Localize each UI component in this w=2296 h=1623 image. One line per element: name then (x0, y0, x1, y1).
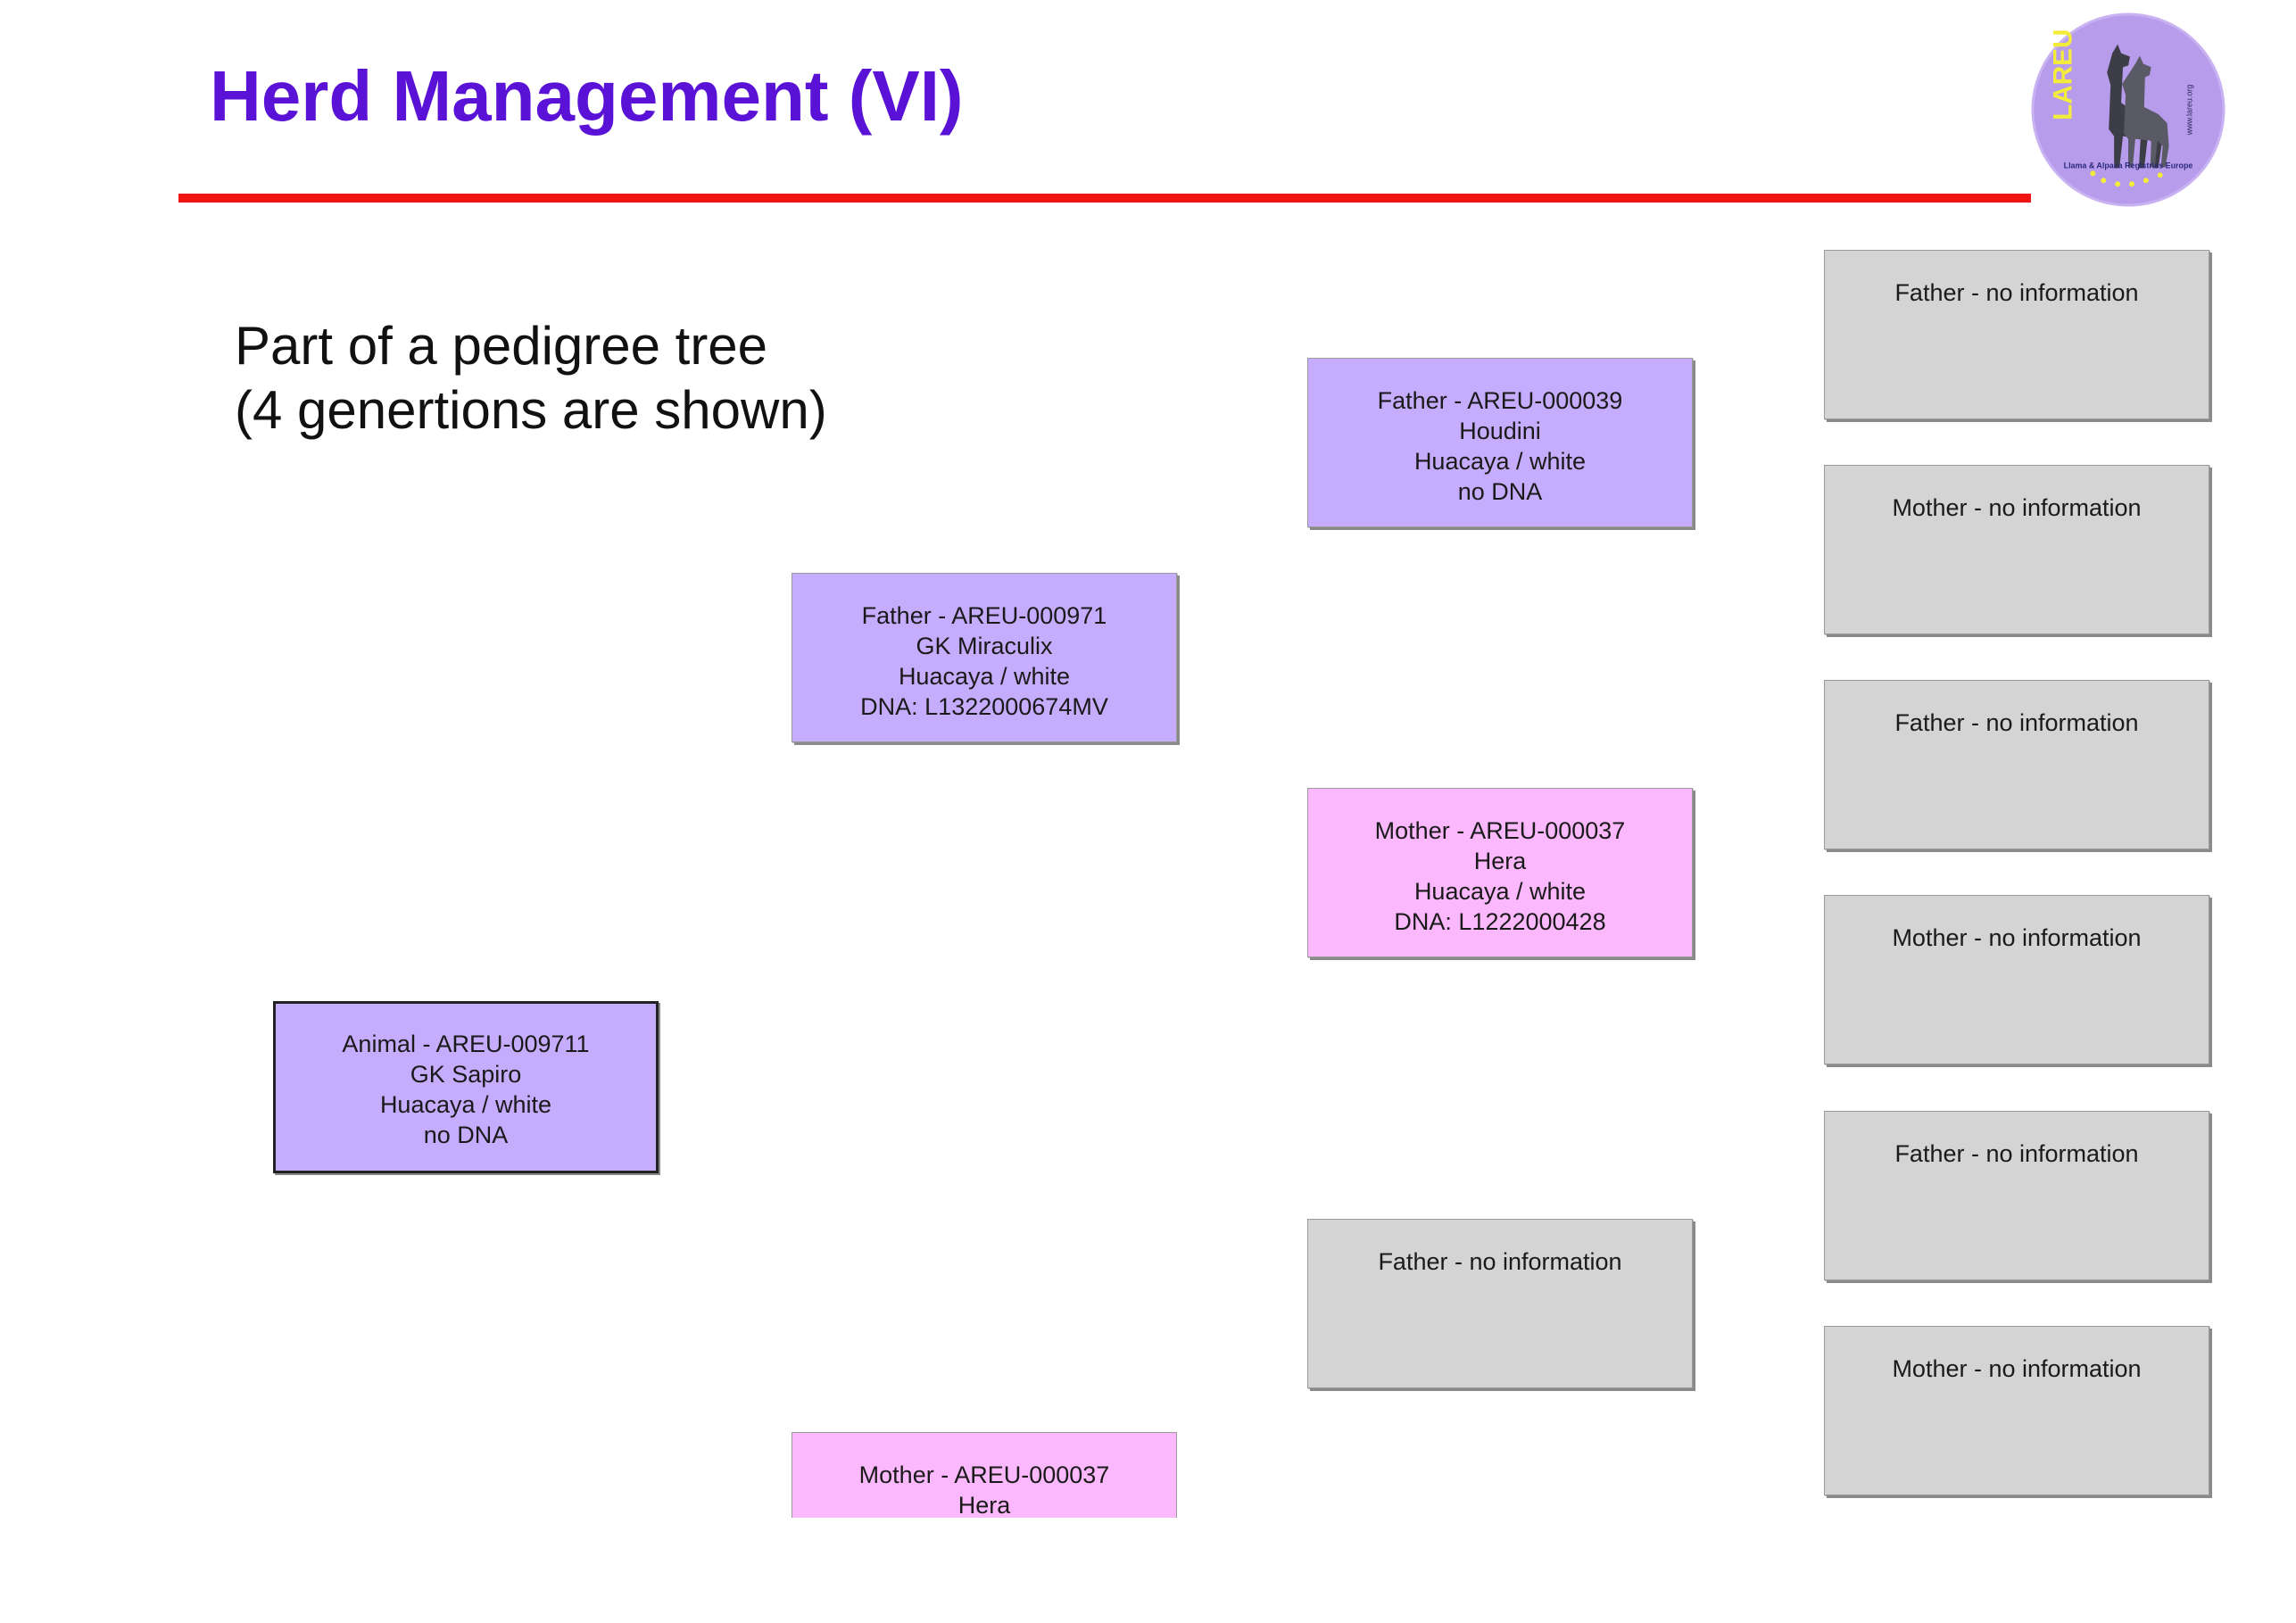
node-line: no DNA (1457, 478, 1543, 505)
lareu-logo: LAREU Llama & Alpaca Registries Europe w… (2031, 12, 2226, 207)
node-line: Huacaya / white (379, 1091, 552, 1118)
node-line: Father - no information (1894, 709, 2139, 736)
title-divider (178, 194, 2031, 203)
node-line: Mother - no information (1892, 1355, 2142, 1382)
node-line: Mother - no information (1892, 924, 2142, 951)
node-line: Mother - AREU-000037 (858, 1462, 1110, 1488)
node-line: DNA: L1322000674MV (860, 693, 1108, 720)
logo-subtext: Llama & Alpaca Registries Europe (2064, 161, 2193, 170)
node-line: Houdini (1459, 418, 1541, 444)
pedigree-father-box[interactable]: Father - AREU-000971 GK Miraculix Huacay… (792, 573, 1177, 742)
pedigree-mother-box[interactable]: Mother - AREU-000037 Hera (792, 1432, 1177, 1519)
node-line: Father - no information (1894, 1140, 2139, 1167)
logo-url: www.lareu.org (2184, 85, 2193, 136)
pedigree-gen4-box[interactable]: Mother - no information (1824, 465, 2209, 634)
node-line: Father - no information (1378, 1248, 1622, 1275)
slide-title: Herd Management (VI) (210, 56, 964, 136)
node-line: Father - AREU-000039 (1377, 387, 1623, 414)
pedigree-gen4-box[interactable]: Father - no information (1824, 680, 2209, 849)
pedigree-gen4-box[interactable]: Mother - no information (1824, 895, 2209, 1064)
node-line: Hera (957, 1492, 1011, 1519)
pedigree-grandfather-box[interactable]: Father - AREU-000039 Houdini Huacaya / w… (1307, 358, 1693, 527)
subtitle-line-1: Part of a pedigree tree (235, 316, 768, 376)
node-line: Mother - no information (1892, 494, 2142, 521)
node-line: Huacaya / white (1413, 448, 1587, 475)
pedigree-grandfather-unknown-box[interactable]: Father - no information (1307, 1219, 1693, 1388)
node-line: Animal - AREU-009711 (342, 1031, 590, 1057)
subtitle: Part of a pedigree tree (4 genertions ar… (235, 314, 827, 443)
node-line: Father - AREU-000971 (861, 602, 1107, 629)
pedigree-gen4-box[interactable]: Father - no information (1824, 250, 2209, 419)
pedigree-gen4-box[interactable]: Mother - no information (1824, 1326, 2209, 1495)
pedigree-gen4-box[interactable]: Father - no information (1824, 1111, 2209, 1280)
node-line: Huacaya / white (898, 663, 1071, 690)
pedigree-animal-box[interactable]: Animal - AREU-009711 GK Sapiro Huacaya /… (273, 1001, 659, 1173)
pedigree-grandmother-box[interactable]: Mother - AREU-000037 Hera Huacaya / whit… (1307, 788, 1693, 957)
star-icons (2090, 170, 2163, 187)
logo-text: LAREU (2049, 29, 2078, 120)
node-line: Mother - AREU-000037 (1374, 817, 1626, 844)
node-line: no DNA (423, 1122, 509, 1148)
node-line: Hera (1473, 848, 1527, 874)
llama-icon (2107, 44, 2169, 169)
node-line: DNA: L1222000428 (1394, 908, 1606, 935)
node-line: GK Sapiro (410, 1061, 522, 1088)
subtitle-line-2: (4 genertions are shown) (235, 380, 827, 440)
node-line: GK Miraculix (916, 633, 1053, 659)
node-line: Huacaya / white (1413, 878, 1587, 905)
node-line: Father - no information (1894, 279, 2139, 306)
